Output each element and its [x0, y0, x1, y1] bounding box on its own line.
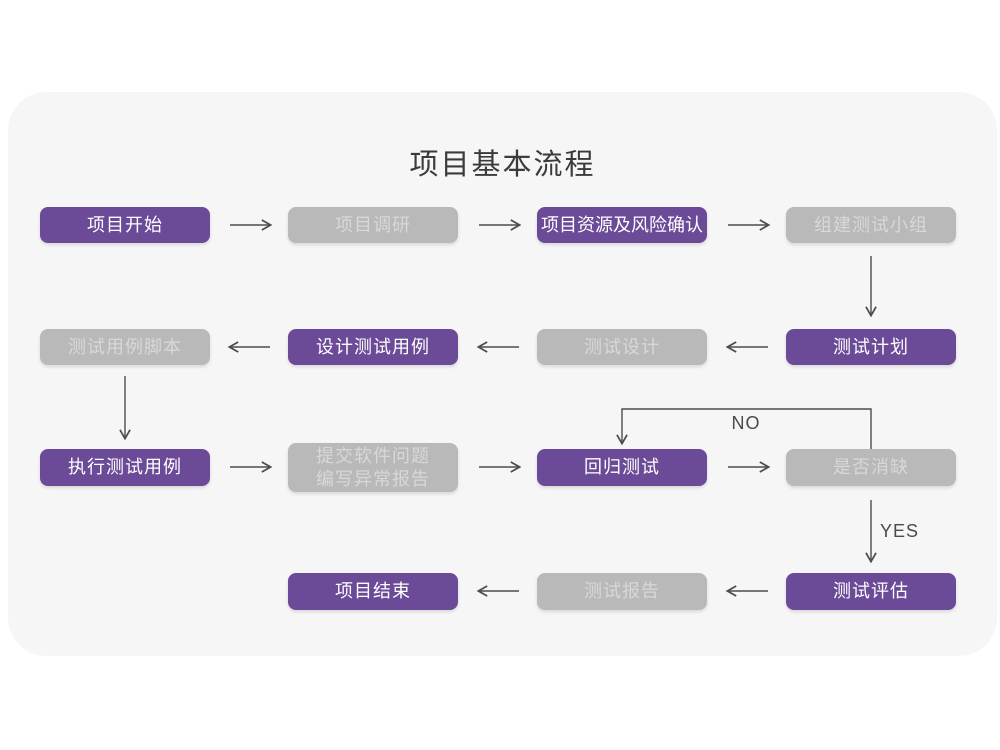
node-test-case-scripts: 测试用例脚本: [40, 329, 210, 365]
node-regression-test: 回归测试: [537, 449, 707, 486]
node-project-end: 项目结束: [288, 573, 458, 610]
node-project-research: 项目调研: [288, 207, 458, 243]
node-defect-cleared-check: 是否消缺: [786, 449, 956, 486]
node-execute-test-cases: 执行测试用例: [40, 449, 210, 486]
node-resource-risk-confirm: 项目资源及风险确认: [537, 207, 707, 243]
node-submit-issues-report: 提交软件问题 编写异常报告: [288, 443, 458, 492]
submit-issues-line2: 编写异常报告: [316, 468, 430, 489]
node-test-design: 测试设计: [537, 329, 707, 365]
node-design-test-cases: 设计测试用例: [288, 329, 458, 365]
branch-label-no: NO: [731, 413, 761, 433]
flowchart-card: [8, 92, 997, 656]
node-test-report: 测试报告: [537, 573, 707, 610]
page-title: 项目基本流程: [409, 149, 596, 181]
node-test-evaluation: 测试评估: [786, 573, 956, 610]
branch-label-yes: YES: [880, 521, 920, 541]
submit-issues-line1: 提交软件问题: [316, 445, 430, 466]
node-test-plan: 测试计划: [786, 329, 956, 365]
node-build-test-team: 组建测试小组: [786, 207, 956, 243]
node-project-start: 项目开始: [40, 207, 210, 243]
